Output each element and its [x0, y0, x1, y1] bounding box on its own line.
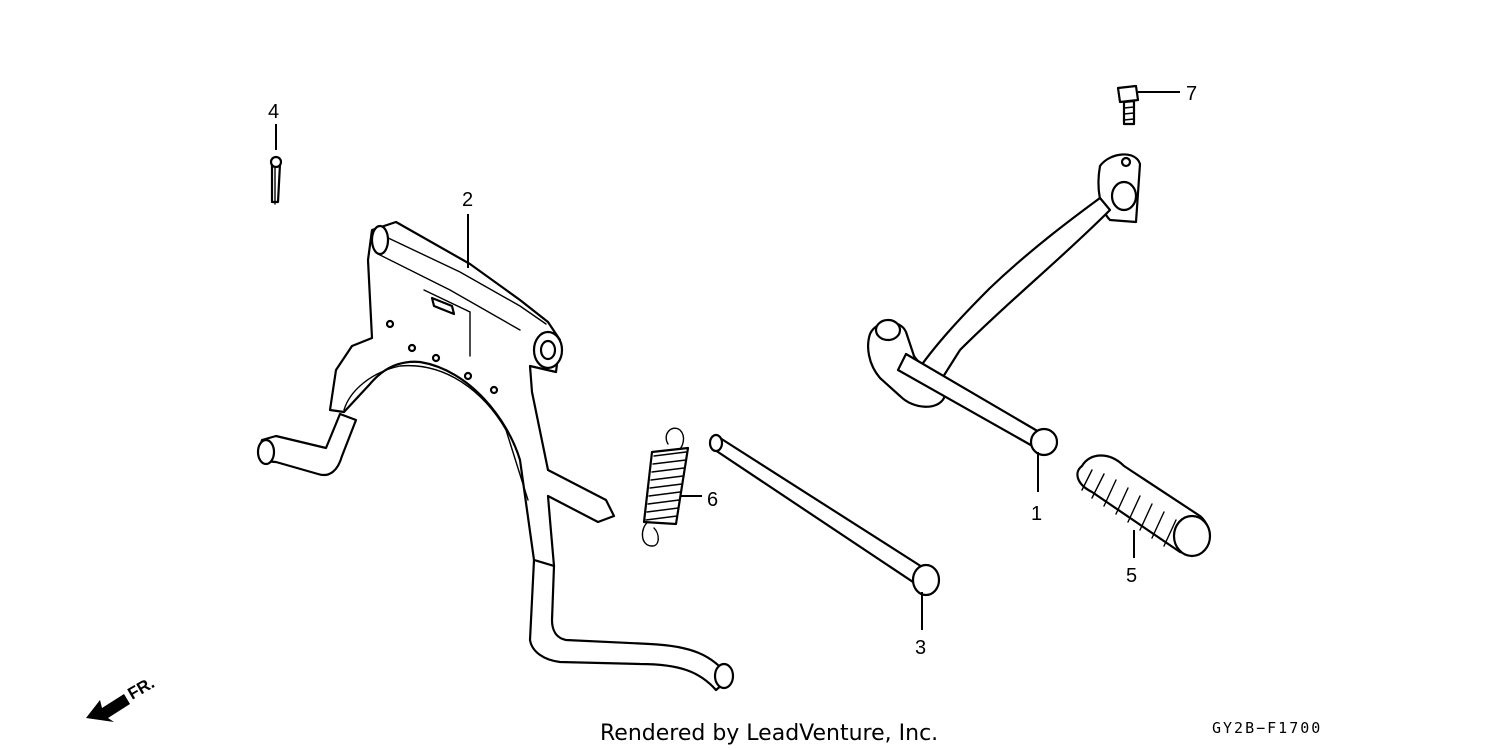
return-spring	[641, 427, 690, 547]
callout-4: 4	[268, 101, 279, 123]
diagram-code: GY2B−F1700	[1212, 719, 1322, 737]
callout-5: 5	[1126, 565, 1137, 587]
cotter-pin	[269, 155, 283, 205]
credit-text: Rendered by LeadVenture, Inc.	[600, 721, 938, 746]
front-direction-arrow-icon: FR.	[86, 673, 158, 722]
callout-6: 6	[707, 489, 718, 511]
callout-1: 1	[1031, 503, 1042, 525]
kick-bolt	[1116, 84, 1140, 126]
leader-lines	[275, 91, 1180, 630]
callout-3: 3	[915, 637, 926, 659]
direction-marker: FR.	[125, 673, 158, 703]
callout-7: 7	[1186, 83, 1197, 105]
rubber-grip	[1076, 454, 1212, 558]
callout-2: 2	[462, 189, 473, 211]
kick-arm	[867, 153, 1142, 457]
main-stand	[256, 220, 735, 692]
stand-shaft	[708, 433, 941, 597]
